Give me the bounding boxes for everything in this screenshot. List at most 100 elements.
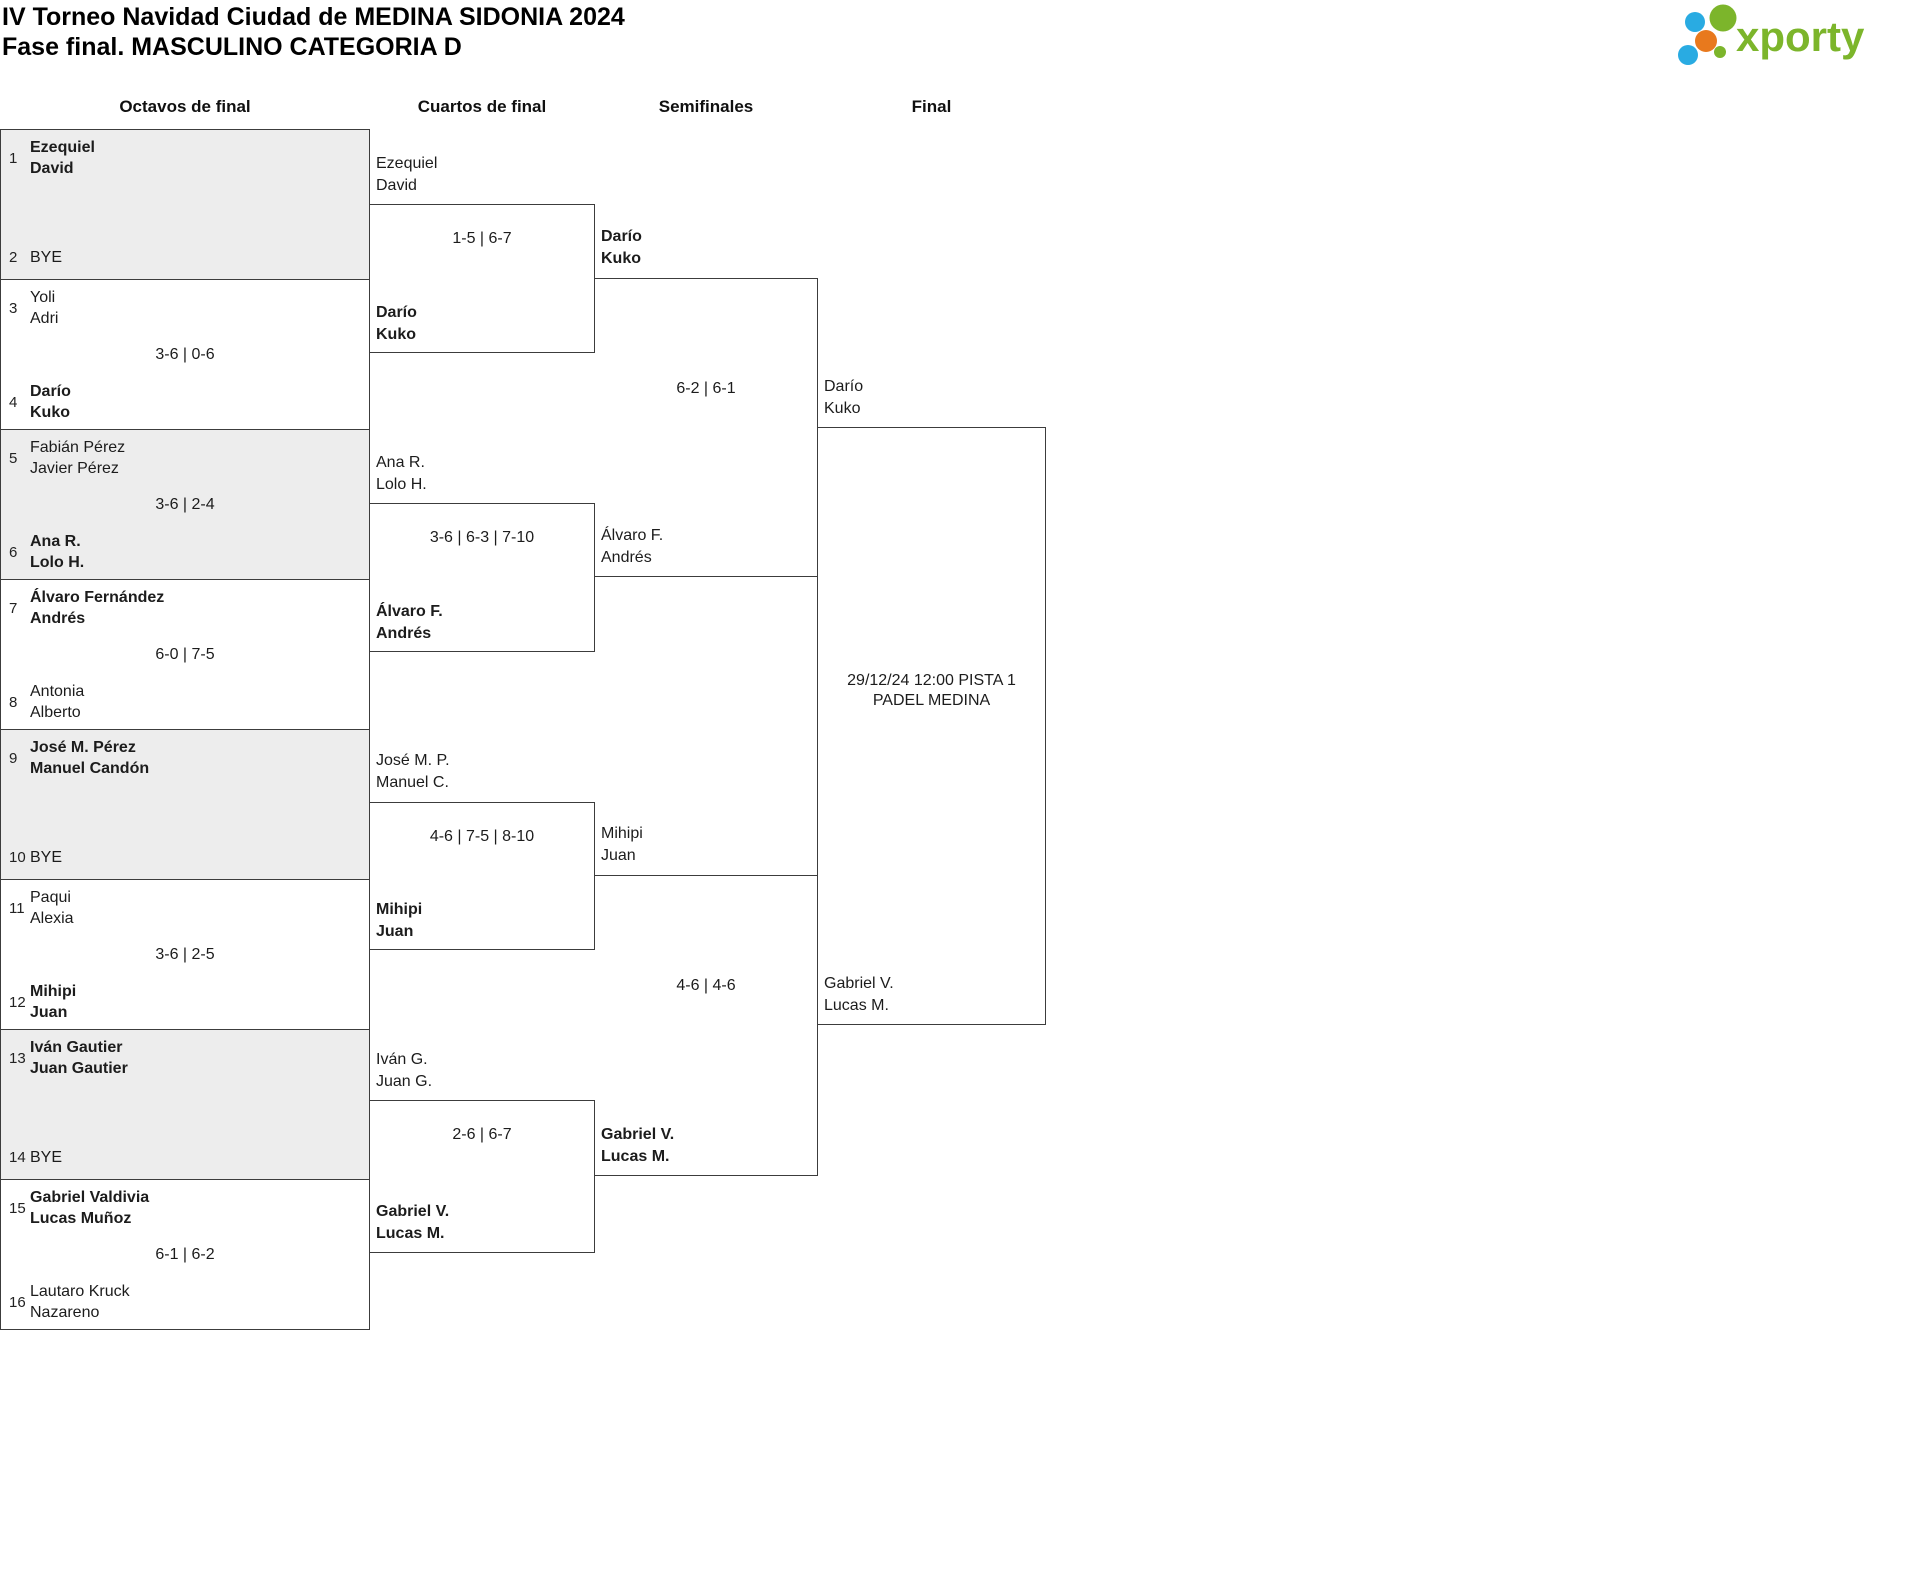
octavos-match-3: 5 Fabián Pérez Javier Pérez 3-6 | 2-4 6 … (0, 429, 370, 580)
seed-number: 4 (9, 393, 18, 411)
team-label: Mihipi Juan (376, 901, 423, 940)
team-name: Yoli Adri (30, 289, 59, 327)
round-header-semifinales: Semifinales (658, 97, 754, 116)
seed-number: 6 (9, 543, 18, 561)
team-name: BYE (30, 249, 63, 266)
seed-number: 13 (9, 1049, 26, 1067)
team-name: Iván Gautier Juan Gautier (30, 1039, 128, 1077)
seed-number: 9 (9, 749, 18, 767)
team-slot: 1 Ezequiel David (9, 137, 361, 179)
team-slot: 7 Álvaro Fernández Andrés (9, 587, 361, 629)
team-name: Ana R. Lolo H. (30, 533, 85, 571)
team-label: Gabriel V. Lucas M. (601, 1126, 675, 1165)
team-slot: 8 Antonia Alberto (9, 681, 361, 723)
seed-number: 5 (9, 449, 18, 467)
team-label: José M. P. Manuel C. (376, 752, 450, 791)
octavos-match-8: 15 Gabriel Valdivia Lucas Muñoz 6-1 | 6-… (0, 1179, 370, 1330)
team-name: Álvaro Fernández Andrés (30, 589, 165, 627)
seed-number: 2 (9, 249, 18, 266)
logo-dot-orange (1695, 30, 1717, 52)
team-label: Darío Kuko (824, 378, 864, 417)
team-name: Antonia Alberto (30, 683, 85, 721)
team-name: Lautaro Kruck Nazareno (30, 1283, 130, 1321)
cuartos-match-3 (369, 802, 595, 950)
logo-dot-blue-bottom (1678, 45, 1698, 65)
team-name: Gabriel Valdivia Lucas Muñoz (30, 1189, 150, 1227)
final-match (817, 427, 1046, 1025)
match-score: 2-6 | 6-7 (452, 1126, 512, 1143)
team-slot: 4 Darío Kuko (9, 381, 361, 423)
team-slot: 3 Yoli Adri (9, 287, 361, 329)
logo-dot-blue-top (1685, 12, 1705, 32)
seed-number: 14 (9, 1149, 26, 1166)
team-label: Ana R. Lolo H. (376, 454, 427, 493)
logo-dot-green-big (1709, 4, 1737, 32)
team-slot: 13 Iván Gautier Juan Gautier (9, 1037, 361, 1079)
seed-number: 16 (9, 1293, 26, 1311)
logo-dot-green-small (1714, 46, 1726, 58)
team-slot: 9 José M. Pérez Manuel Candón (9, 737, 361, 779)
cuartos-match-4 (369, 1100, 595, 1253)
team-slot: 12 Mihipi Juan (9, 981, 361, 1023)
team-name: José M. Pérez Manuel Candón (30, 739, 150, 777)
team-label: Iván G. Juan G. (376, 1051, 433, 1090)
team-name: BYE (30, 1149, 63, 1166)
team-slot: 2 BYE (9, 247, 361, 268)
page-header: IV Torneo Navidad Ciudad de MEDINA SIDON… (2, 2, 625, 62)
team-name: Ezequiel David (30, 139, 95, 177)
team-label: Darío Kuko (601, 228, 642, 267)
octavos-match-7: 13 Iván Gautier Juan Gautier 14 BYE (0, 1029, 370, 1180)
octavos-match-5: 9 José M. Pérez Manuel Candón 10 BYE (0, 729, 370, 880)
team-slot: 15 Gabriel Valdivia Lucas Muñoz (9, 1187, 361, 1229)
team-label: Gabriel V. Lucas M. (824, 975, 894, 1014)
team-label: Ezequiel David (376, 155, 438, 194)
round-header-final: Final (911, 97, 952, 116)
team-slot: 6 Ana R. Lolo H. (9, 531, 361, 573)
match-score: 4-6 | 7-5 | 8-10 (429, 828, 535, 845)
seed-number: 8 (9, 693, 18, 711)
match-score: 6-1 | 6-2 (155, 1245, 215, 1263)
octavos-match-4: 7 Álvaro Fernández Andrés 6-0 | 7-5 8 An… (0, 579, 370, 730)
logo-wordmark: xporty (1736, 13, 1865, 60)
octavos-match-2: 3 Yoli Adri 3-6 | 0-6 4 Darío Kuko (0, 279, 370, 430)
seed-number: 12 (9, 993, 26, 1011)
seed-number: 15 (9, 1199, 26, 1217)
match-score: 1-5 | 6-7 (452, 230, 512, 247)
team-name: BYE (30, 849, 63, 866)
seed-number: 3 (9, 299, 18, 317)
team-label: Álvaro F. Andrés (601, 527, 664, 566)
match-score: 6-0 | 7-5 (155, 645, 215, 663)
semifinal-match-2 (594, 875, 818, 1176)
team-name: Fabián Pérez Javier Pérez (30, 439, 126, 477)
match-score: 3-6 | 2-5 (155, 945, 215, 963)
seed-number: 11 (9, 899, 25, 917)
round-header-cuartos: Cuartos de final (417, 97, 547, 116)
team-slot: 14 BYE (9, 1147, 361, 1168)
match-score: 3-6 | 2-4 (155, 495, 215, 513)
team-slot: 11 Paqui Alexia (9, 887, 361, 929)
team-slot: 10 BYE (9, 847, 361, 868)
team-name: Paqui Alexia (30, 889, 74, 927)
seed-number: 1 (9, 149, 18, 167)
match-score: 6-2 | 6-1 (676, 380, 736, 397)
tournament-subtitle: Fase final. MASCULINO CATEGORIA D (2, 33, 462, 61)
team-slot: 16 Lautaro Kruck Nazareno (9, 1281, 361, 1323)
octavos-match-1: 1 Ezequiel David 2 BYE (0, 129, 370, 280)
cuartos-match-2 (369, 503, 595, 652)
team-label: Mihipi Juan (601, 825, 643, 864)
octavos-match-6: 11 Paqui Alexia 3-6 | 2-5 12 Mihipi Juan (0, 879, 370, 1030)
team-label: Darío Kuko (376, 304, 417, 343)
seed-number: 10 (9, 849, 26, 866)
match-score: 3-6 | 0-6 (155, 345, 215, 363)
final-schedule: 29/12/24 12:00 PISTA 1 PADEL MEDINA (847, 672, 1016, 709)
tournament-title: IV Torneo Navidad Ciudad de MEDINA SIDON… (2, 3, 625, 31)
team-slot: 5 Fabián Pérez Javier Pérez (9, 437, 361, 479)
team-name: Mihipi Juan (30, 983, 77, 1021)
team-label: Gabriel V. Lucas M. (376, 1203, 450, 1242)
round-header-octavos: Octavos de final (119, 97, 251, 116)
xporty-logo[interactable]: xporty (1672, 0, 1912, 75)
seed-number: 7 (9, 599, 18, 617)
team-label: Álvaro F. Andrés (376, 603, 443, 642)
match-score: 4-6 | 4-6 (676, 977, 736, 994)
